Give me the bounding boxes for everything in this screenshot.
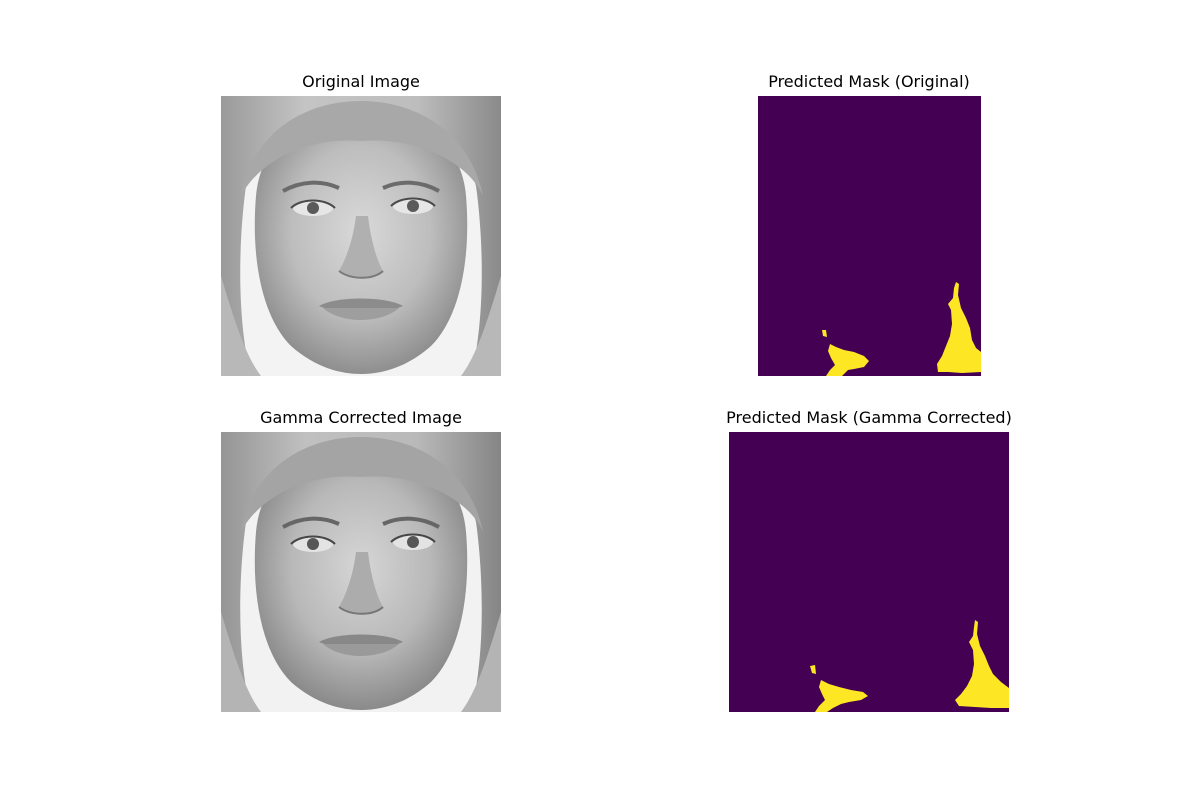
mask-image [729, 432, 1009, 712]
predicted-mask-original [758, 96, 981, 376]
mask-image [758, 96, 981, 376]
predicted-mask-gamma [729, 432, 1009, 712]
gamma-corrected-image [221, 432, 501, 712]
face-photo [221, 96, 501, 376]
panel-title-predicted-mask-original: Predicted Mask (Original) [768, 72, 970, 91]
mask-region [810, 665, 816, 674]
mask-region [826, 344, 869, 376]
mask-region [815, 680, 868, 712]
mask-region [822, 330, 827, 337]
mask-background [758, 96, 981, 376]
mask-region [955, 620, 1009, 708]
panel-title-original-image: Original Image [302, 72, 420, 91]
mask-region [937, 282, 981, 373]
panel-title-predicted-mask-gamma: Predicted Mask (Gamma Corrected) [726, 408, 1012, 427]
panel-title-gamma-corrected-image: Gamma Corrected Image [260, 408, 462, 427]
mask-background [729, 432, 1009, 712]
face-photo [221, 432, 501, 712]
original-image [221, 96, 501, 376]
